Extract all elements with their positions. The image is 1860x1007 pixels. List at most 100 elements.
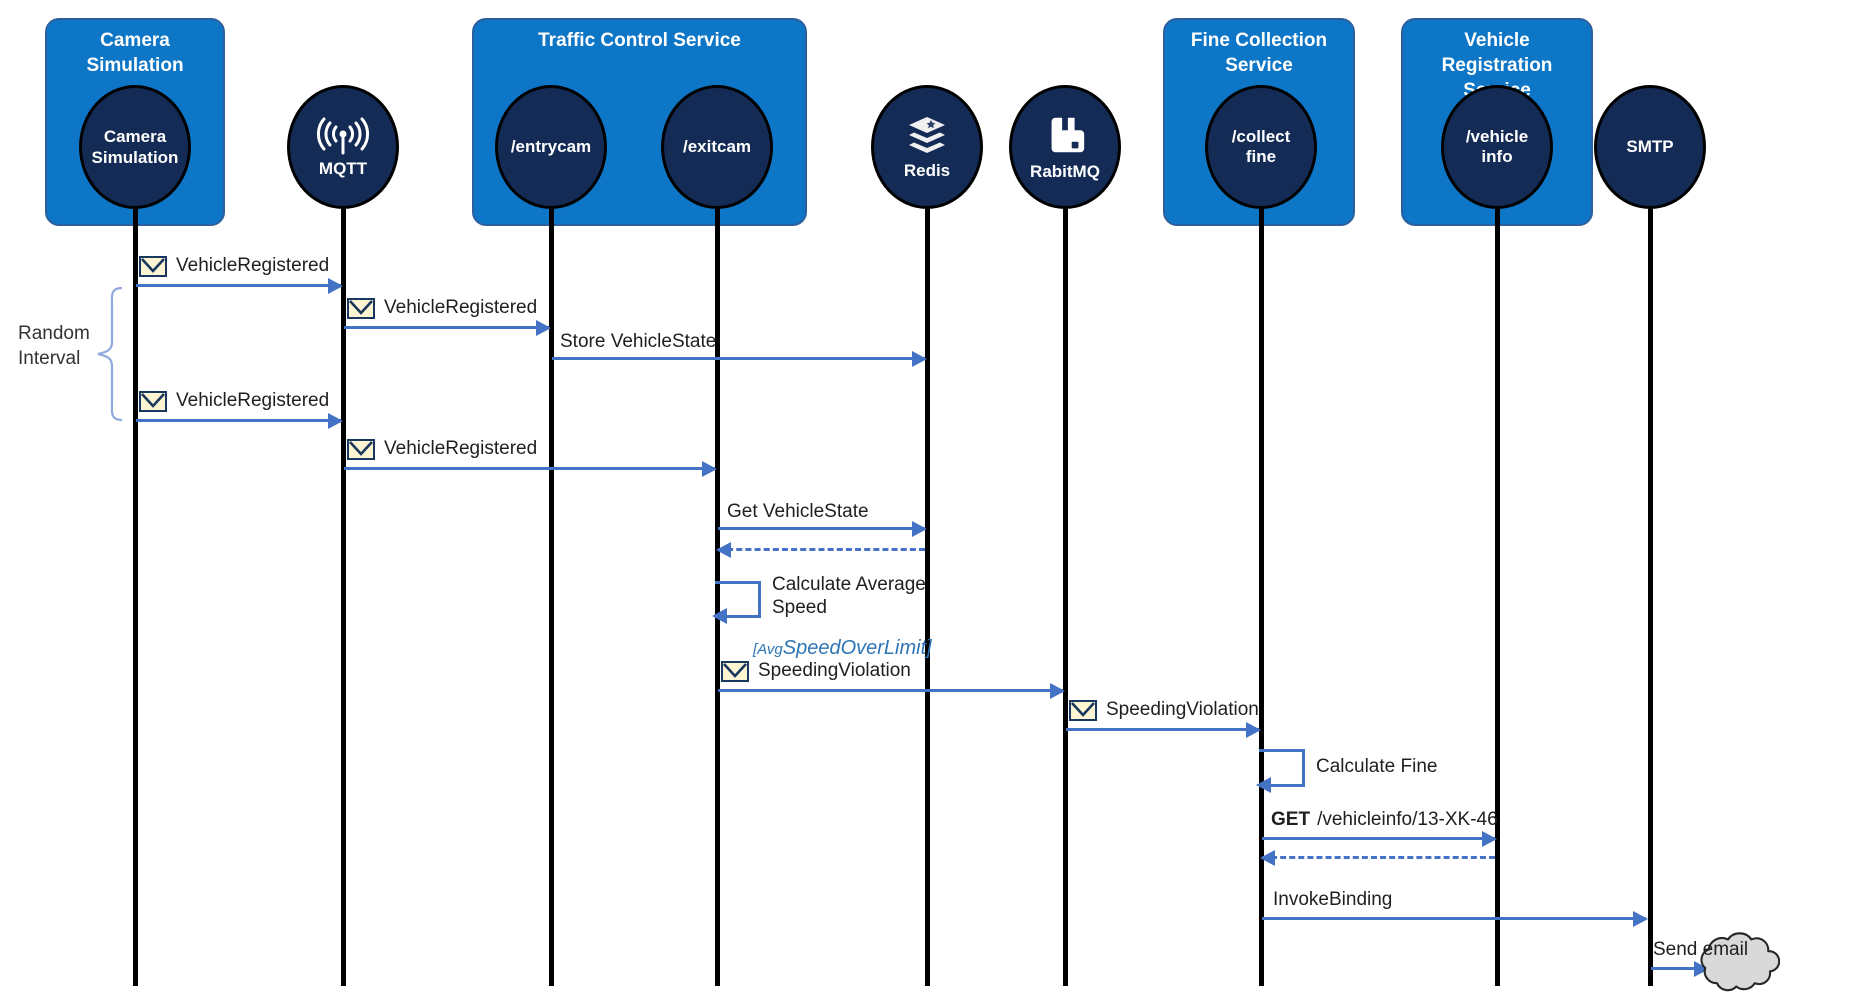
node-collect-fine-label: /collect fine: [1231, 126, 1291, 166]
message-text: Store VehicleState: [560, 331, 717, 352]
message-label: VehicleRegistered: [139, 390, 330, 412]
node-rabitmq: RabitMQ: [1009, 85, 1121, 209]
arrowhead-left: [1256, 777, 1271, 793]
message-text: Send email: [1653, 939, 1749, 960]
message-text: Get VehicleState: [727, 501, 869, 522]
message-label: Store VehicleState: [560, 331, 717, 353]
guard-text: SpeedOverLimit]: [782, 637, 932, 659]
envelope-icon: [139, 256, 167, 277]
message-arrow: [1066, 722, 1261, 738]
arrowhead-right: [702, 461, 717, 477]
message-label: VehicleRegistered: [347, 297, 538, 319]
arrowhead-right: [912, 351, 927, 367]
message-label: Calculate Average Speed: [772, 574, 937, 620]
node-redis: Redis: [871, 85, 983, 209]
arrowhead-right: [536, 320, 551, 336]
node-mqtt-label: MQTT: [318, 158, 368, 178]
node-collect-fine: /collect fine: [1205, 85, 1317, 209]
node-vehicle-info-label: /vehicle info: [1465, 126, 1529, 166]
message-label: Calculate Fine: [1316, 756, 1438, 778]
message-arrow: [1262, 831, 1497, 847]
message-arrow: [136, 413, 343, 429]
arrowhead-left: [712, 608, 727, 624]
random-interval-brace: [97, 286, 123, 422]
database-stack-icon: [901, 113, 953, 157]
return-arrow-dashed: [1260, 850, 1495, 866]
message-text: VehicleRegistered: [176, 255, 330, 277]
lifeline-smtp: [1648, 206, 1653, 986]
arrowhead-right: [328, 413, 343, 429]
message-arrow: [718, 683, 1065, 699]
traffic-control-service-title: Traffic Control Service: [538, 30, 741, 51]
message-text: VehicleRegistered: [176, 390, 330, 412]
message-label: VehicleRegistered: [347, 438, 538, 460]
message-text: VehicleRegistered: [384, 297, 538, 319]
guard-condition: [AvgSpeedOverLimit]: [753, 637, 932, 660]
message-arrow: [1262, 911, 1648, 927]
lifeline-redis: [925, 206, 930, 986]
rabbitmq-logo-icon: [1042, 112, 1088, 158]
message-label: SpeedingViolation: [721, 660, 911, 682]
node-mqtt: MQTT: [287, 85, 399, 209]
broadcast-antenna-icon: [316, 115, 370, 155]
message-text: Calculate Average Speed: [772, 574, 926, 618]
message-arrow: [344, 320, 551, 336]
arrowhead-left: [1260, 850, 1275, 866]
node-entrycam: /entrycam: [495, 85, 607, 209]
node-vehicle-info: /vehicle info: [1441, 85, 1553, 209]
message-label: VehicleRegistered: [139, 255, 330, 277]
lifeline-mqtt: [341, 206, 346, 986]
message-label: InvokeBinding: [1273, 889, 1393, 911]
message-label: SpeedingViolation: [1069, 699, 1259, 721]
message-text: VehicleRegistered: [384, 438, 538, 460]
lifeline-camera-simulation: [133, 206, 138, 986]
lifeline-vehicle-info: [1495, 206, 1500, 986]
node-entrycam-label: /entrycam: [510, 137, 592, 157]
message-arrow: [344, 461, 717, 477]
cloud-icon: [1700, 932, 1780, 992]
arrowhead-right: [1482, 831, 1497, 847]
message-label: Get VehicleState: [727, 501, 869, 523]
message-text: SpeedingViolation: [1106, 699, 1259, 721]
lifeline-collect-fine: [1259, 206, 1264, 986]
node-exitcam-label: /exitcam: [682, 137, 752, 157]
fine-collection-service-title: Fine Collection Service: [1190, 30, 1328, 77]
self-loop-calculate-average-speed: [712, 581, 761, 624]
message-text: SpeedingViolation: [758, 660, 911, 682]
arrowhead-right: [328, 278, 343, 294]
envelope-icon: [347, 439, 375, 460]
message-label: Send email: [1653, 939, 1749, 961]
lifeline-exitcam: [715, 206, 720, 986]
message-arrow: [552, 351, 927, 367]
arrowhead-right: [912, 521, 927, 537]
envelope-icon: [139, 391, 167, 412]
return-arrow-dashed: [716, 542, 925, 558]
camera-simulation-service-title: Camera Simulation: [86, 30, 184, 77]
message-text: InvokeBinding: [1273, 889, 1393, 910]
self-loop-calculate-fine: [1256, 749, 1305, 793]
guard-prefix: [Avg: [753, 641, 783, 658]
lifeline-entrycam: [549, 206, 554, 986]
envelope-icon: [1069, 700, 1097, 721]
node-redis-label: Redis: [903, 160, 951, 180]
lifeline-rabitmq: [1063, 206, 1068, 986]
node-smtp-label: SMTP: [1626, 137, 1674, 157]
message-text: Calculate Fine: [1316, 756, 1438, 777]
envelope-icon: [347, 298, 375, 319]
envelope-icon: [721, 661, 749, 682]
node-camera-simulation-label: Camera Simulation: [91, 126, 179, 167]
random-interval-label: Random Interval: [18, 323, 90, 369]
node-smtp: SMTP: [1594, 85, 1706, 209]
arrowhead-right: [1246, 722, 1261, 738]
vehicle-registration-service-title: Vehicle Registration Service: [1441, 30, 1553, 101]
arrowhead-right: [1050, 683, 1065, 699]
message-arrow: [136, 278, 343, 294]
arrowhead-right: [1633, 911, 1648, 927]
message-arrow: [718, 521, 927, 537]
http-path-text: /vehicleinfo/13-XK-46: [1317, 809, 1498, 830]
message-label: GET /vehicleinfo/13-XK-46: [1271, 809, 1498, 831]
node-camera-simulation: Camera Simulation: [79, 85, 191, 209]
http-method-text: GET: [1271, 809, 1311, 830]
node-rabitmq-label: RabitMQ: [1030, 161, 1100, 181]
